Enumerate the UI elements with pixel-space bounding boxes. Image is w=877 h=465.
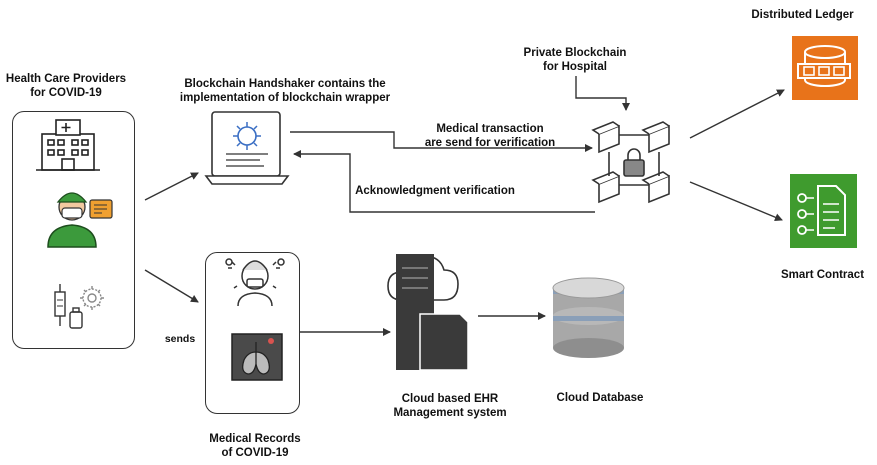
private-blockchain-line2: for Hospital: [543, 61, 607, 73]
handshaker-label-line1: Blockchain Handshaker contains the: [184, 78, 386, 90]
handshaker-label-line2: implementation of blockchain wrapper: [179, 92, 391, 104]
hospital-icon: [36, 119, 100, 171]
providers-title-line1: Health Care Providers: [5, 73, 127, 85]
medical-records-line2: of COVID-19: [221, 447, 289, 459]
arrow-private-to-chain: [575, 76, 630, 111]
arrow-acknowledgment: [293, 150, 595, 213]
blockchain-cubes-icon: [591, 121, 670, 204]
providers-title-line2: for COVID-19: [30, 87, 102, 99]
doctor-icon: [47, 192, 113, 248]
patient-mask-icon: [225, 258, 285, 307]
distributed-ledger-label: Distributed Ledger: [751, 9, 854, 21]
transaction-label: Medical transaction are send for verific…: [410, 122, 570, 150]
ledger-icon: [792, 36, 858, 100]
sends-label: sends: [164, 333, 196, 345]
ehr-label: Cloud based EHR Management system: [380, 392, 520, 420]
ehr-line1: Cloud based EHR: [401, 393, 499, 405]
smart-contract-label: Smart Contract: [780, 269, 865, 281]
medical-records-line1: Medical Records: [209, 433, 301, 445]
vaccine-virus-icon: [54, 284, 104, 329]
private-blockchain-label: Private Blockchain for Hospital: [510, 46, 640, 74]
database-icon: [552, 277, 625, 358]
providers-title: Health Care Providers for COVID-19: [0, 72, 132, 100]
arrow-providers-to-records: [144, 269, 199, 303]
arrow-chain-to-ledger: [689, 89, 785, 139]
cloud-database-label: Cloud Database: [556, 392, 644, 404]
transaction-line2: are send for verification: [424, 137, 556, 149]
arrow-providers-to-handshaker: [144, 172, 199, 201]
medical-records-label: Medical Records of COVID-19: [190, 432, 320, 460]
handshaker-label: Blockchain Handshaker contains the imple…: [170, 77, 400, 105]
transaction-line1: Medical transaction: [436, 123, 544, 135]
ehr-line2: Management system: [393, 407, 507, 419]
lung-xray-icon: [231, 333, 283, 381]
cloud-server-icon: [387, 254, 469, 371]
arrow-chain-to-contract: [689, 181, 783, 222]
smart-contract-icon: [790, 174, 857, 248]
laptop-virus-icon: [204, 111, 290, 185]
arrow-transaction: [290, 131, 593, 152]
arrows: [144, 76, 785, 336]
private-blockchain-line1: Private Blockchain: [523, 47, 627, 59]
acknowledgment-label: Acknowledgment verification: [355, 185, 515, 197]
